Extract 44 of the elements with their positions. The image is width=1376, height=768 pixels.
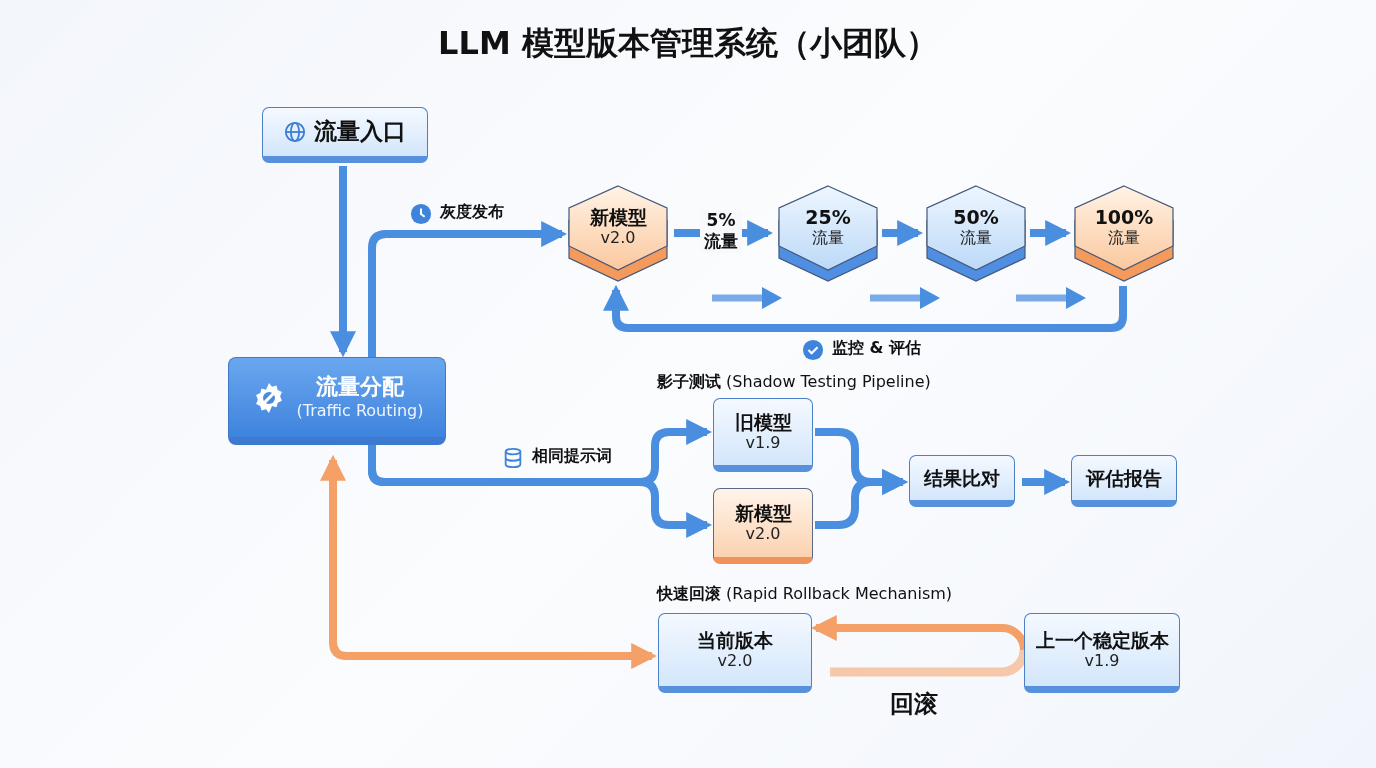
node-subtitle: 流量 bbox=[1108, 228, 1140, 249]
edge-label: 灰度发布 bbox=[440, 202, 504, 223]
node-subtitle: v1.9 bbox=[745, 433, 781, 454]
edge-label: 相同提示词 bbox=[532, 446, 612, 467]
process-box bbox=[909, 455, 1015, 507]
process-box bbox=[713, 398, 813, 472]
edge-label: 监控 & 评估 bbox=[832, 338, 922, 359]
arrow bbox=[320, 454, 658, 669]
node-title: 结果比对 bbox=[924, 466, 1000, 490]
node-subtitle: v2.0 bbox=[600, 228, 636, 249]
hexagon-node bbox=[1072, 184, 1176, 282]
node-subtitle: v2.0 bbox=[745, 524, 781, 545]
node-subtitle: (Traffic Routing) bbox=[296, 400, 424, 421]
node-title: 100% bbox=[1094, 205, 1154, 229]
arrow bbox=[368, 445, 713, 538]
node-subtitle: v1.9 bbox=[1084, 651, 1120, 672]
routing-box bbox=[228, 357, 446, 445]
section-heading: 影子测试 (Shadow Testing Pipeline) bbox=[657, 372, 931, 393]
node-title: 50% bbox=[953, 205, 999, 229]
node-title: 上一个稳定版本 bbox=[1035, 628, 1169, 652]
hexagon-node bbox=[566, 184, 670, 282]
node-title: 流量分配 bbox=[315, 374, 405, 401]
section-heading: 快速回滚 (Rapid Rollback Mechanism) bbox=[657, 584, 953, 605]
node-title: 25% bbox=[805, 205, 851, 229]
hexagon-node bbox=[776, 184, 880, 282]
hexagon-node bbox=[924, 184, 1028, 282]
node-subtitle: 流量 bbox=[960, 228, 992, 249]
process-box bbox=[713, 488, 813, 564]
process-box bbox=[262, 107, 428, 163]
node-title: 当前版本 bbox=[697, 628, 773, 652]
node-title: 评估报告 bbox=[1086, 466, 1162, 490]
node-title: 流量入口 bbox=[314, 118, 406, 146]
process-box bbox=[1024, 613, 1180, 693]
node-subtitle: 流量 bbox=[812, 228, 844, 249]
node-title: 新模型 bbox=[589, 205, 647, 229]
node-title: 新模型 bbox=[734, 501, 792, 525]
arrow bbox=[368, 221, 568, 357]
process-box bbox=[658, 613, 812, 693]
edge-label: 回滚 bbox=[890, 689, 938, 720]
node-subtitle: v2.0 bbox=[717, 651, 753, 672]
process-box bbox=[1071, 455, 1177, 507]
edge-label: 5% 流量 bbox=[700, 210, 742, 253]
node-title: 旧模型 bbox=[734, 410, 792, 434]
diagram-title: LLM 模型版本管理系统（小团队） bbox=[437, 23, 939, 64]
